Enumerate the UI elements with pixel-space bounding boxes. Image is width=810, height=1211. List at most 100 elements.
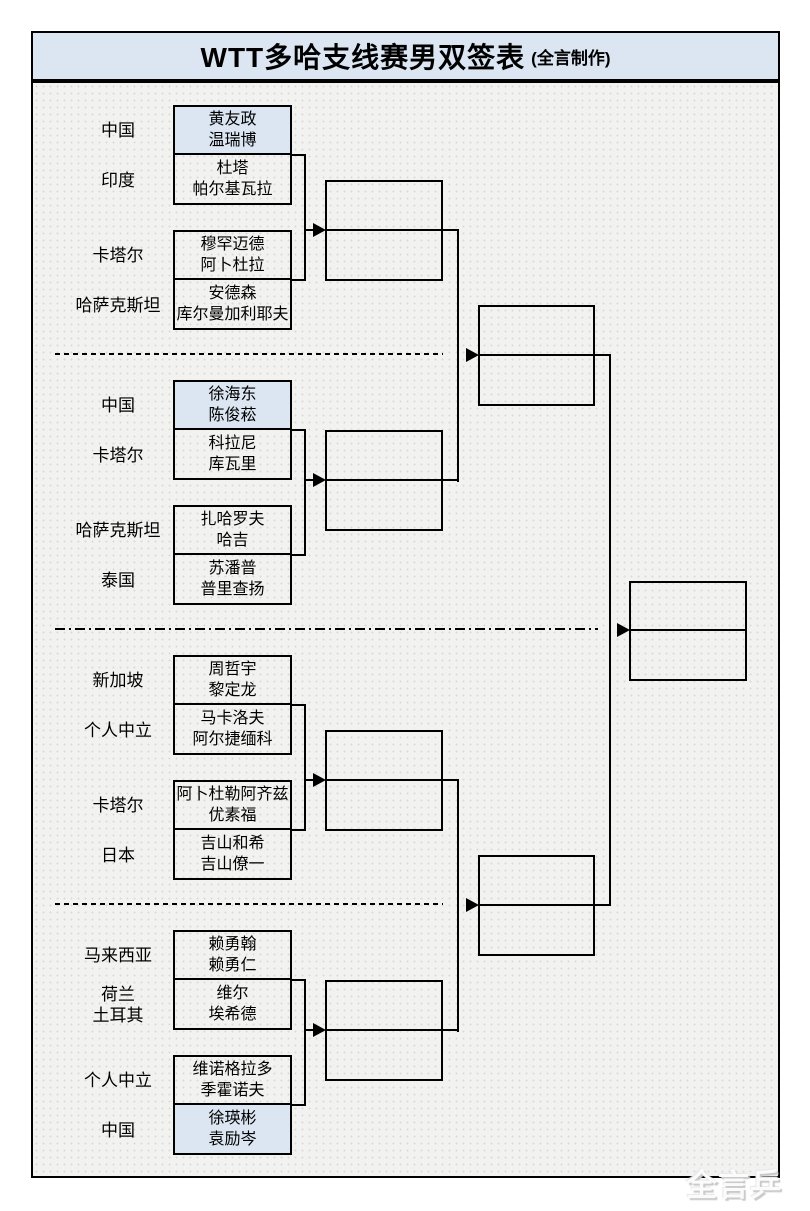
team-box: 马卡洛夫阿尔捷缅科 bbox=[173, 705, 292, 755]
country-label: 个人中立 bbox=[84, 1070, 152, 1090]
team-box-seeded: 徐海东陈俊菘 bbox=[173, 380, 292, 430]
advance-arrow-icon bbox=[466, 898, 479, 912]
connector-line bbox=[292, 704, 306, 706]
connector-line bbox=[292, 829, 306, 831]
country-label: 卡塔尔 bbox=[92, 795, 144, 815]
connector-line bbox=[292, 279, 306, 281]
semifinal-box-upper bbox=[478, 305, 595, 406]
connector-line bbox=[292, 429, 306, 431]
winner-divider-line bbox=[480, 354, 611, 356]
page-title-suffix: (全言制作) bbox=[531, 48, 611, 68]
connector-line bbox=[292, 1104, 306, 1106]
player-name: 陈俊菘 bbox=[208, 407, 257, 424]
player-name: 帕尔基瓦拉 bbox=[192, 181, 273, 198]
country-label: 哈萨克斯坦 bbox=[75, 295, 161, 315]
player-name: 普里查扬 bbox=[200, 581, 265, 598]
team-box: 周哲宇黎定龙 bbox=[173, 655, 292, 705]
winner-divider-line bbox=[631, 629, 745, 631]
connector-line bbox=[304, 779, 314, 781]
advance-arrow-icon bbox=[617, 623, 630, 637]
player-name: 周哲宇 bbox=[208, 661, 257, 678]
watermark: 全言乒乓 bbox=[686, 1168, 782, 1203]
country-label: 泰国 bbox=[101, 570, 135, 590]
advance-arrow-icon bbox=[313, 473, 326, 487]
player-name: 安德森 bbox=[208, 285, 257, 302]
player-name: 马卡洛夫 bbox=[200, 710, 265, 727]
winner-divider-line bbox=[327, 779, 459, 781]
connector-line bbox=[292, 979, 306, 981]
connector-line bbox=[292, 154, 306, 156]
advance-arrow-icon bbox=[313, 223, 326, 237]
connector-line bbox=[304, 430, 306, 555]
player-name: 袁励岑 bbox=[208, 1131, 257, 1148]
player-name: 吉山和希 bbox=[200, 835, 265, 852]
section-divider-bottom bbox=[55, 903, 443, 905]
player-name: 黎定龙 bbox=[208, 682, 257, 699]
player-name: 穆罕迈德 bbox=[200, 236, 265, 253]
advance-arrow-icon bbox=[466, 348, 479, 362]
connector-line bbox=[457, 230, 459, 482]
player-name: 赖勇仁 bbox=[208, 957, 257, 974]
player-name: 赖勇翰 bbox=[208, 936, 257, 953]
country-label: 中国 bbox=[101, 395, 135, 415]
team-box: 吉山和希吉山僚一 bbox=[173, 830, 292, 880]
country-label: 荷兰 土耳其 bbox=[92, 985, 144, 1025]
team-box: 苏潘普普里查扬 bbox=[173, 555, 292, 605]
player-name: 季霍诺夫 bbox=[200, 1082, 265, 1099]
player-name: 库尔曼加利耶夫 bbox=[176, 306, 289, 323]
connector-line bbox=[304, 155, 306, 280]
connector-line bbox=[457, 780, 459, 1032]
connector-line bbox=[304, 705, 306, 830]
round2-box bbox=[325, 980, 443, 1081]
team-box: 扎哈罗夫哈吉 bbox=[173, 505, 292, 555]
team-box: 穆罕迈德阿卜杜拉 bbox=[173, 230, 292, 280]
player-name: 黄友政 bbox=[208, 111, 257, 128]
final-box bbox=[629, 581, 747, 681]
country-label: 印度 bbox=[101, 170, 135, 190]
country-label: 个人中立 bbox=[84, 720, 152, 740]
winner-divider-line bbox=[327, 1029, 459, 1031]
player-name: 阿卜杜拉 bbox=[200, 257, 265, 274]
connector-line bbox=[304, 479, 314, 481]
country-label: 中国 bbox=[101, 1120, 135, 1140]
advance-arrow-icon bbox=[313, 1023, 326, 1037]
country-label: 哈萨克斯坦 bbox=[75, 520, 161, 540]
player-name: 阿尔捷缅科 bbox=[192, 731, 273, 748]
player-name: 扎哈罗夫 bbox=[200, 511, 265, 528]
connector-line bbox=[609, 354, 611, 906]
team-box: 阿卜杜勒阿齐兹优素福 bbox=[173, 780, 292, 830]
title-bar: WTT多哈支线赛男双签表 (全言制作) bbox=[31, 31, 780, 81]
country-label: 卡塔尔 bbox=[92, 245, 144, 265]
player-name: 吉山僚一 bbox=[200, 856, 265, 873]
team-box: 维尔埃希德 bbox=[173, 980, 292, 1030]
player-name: 徐海东 bbox=[208, 386, 257, 403]
player-name: 温瑞博 bbox=[208, 132, 257, 149]
connector-line bbox=[292, 554, 306, 556]
player-name: 优素福 bbox=[208, 807, 257, 824]
center-divider bbox=[55, 628, 598, 630]
team-box: 科拉尼库瓦里 bbox=[173, 430, 292, 480]
player-name: 埃希德 bbox=[208, 1006, 257, 1023]
connector-line bbox=[304, 1029, 314, 1031]
round2-box bbox=[325, 730, 443, 831]
winner-divider-line bbox=[480, 904, 611, 906]
team-box: 安德森库尔曼加利耶夫 bbox=[173, 280, 292, 330]
player-name: 苏潘普 bbox=[208, 560, 257, 577]
player-name: 科拉尼 bbox=[208, 435, 257, 452]
player-name: 徐瑛彬 bbox=[208, 1110, 257, 1127]
team-box: 维诺格拉多季霍诺夫 bbox=[173, 1055, 292, 1105]
player-name: 哈吉 bbox=[216, 532, 249, 549]
country-label: 新加坡 bbox=[92, 670, 144, 690]
connector-line bbox=[304, 980, 306, 1105]
country-label: 中国 bbox=[101, 120, 135, 140]
advance-arrow-icon bbox=[313, 773, 326, 787]
round2-box bbox=[325, 180, 443, 281]
page-title: WTT多哈支线赛男双签表 bbox=[200, 42, 526, 73]
winner-divider-line bbox=[327, 479, 459, 481]
team-box-seeded: 黄友政温瑞博 bbox=[173, 105, 292, 155]
semifinal-box-lower bbox=[478, 855, 595, 956]
country-label: 马来西亚 bbox=[84, 945, 152, 965]
player-name: 库瓦里 bbox=[208, 456, 257, 473]
team-box-seeded: 徐瑛彬袁励岑 bbox=[173, 1105, 292, 1155]
